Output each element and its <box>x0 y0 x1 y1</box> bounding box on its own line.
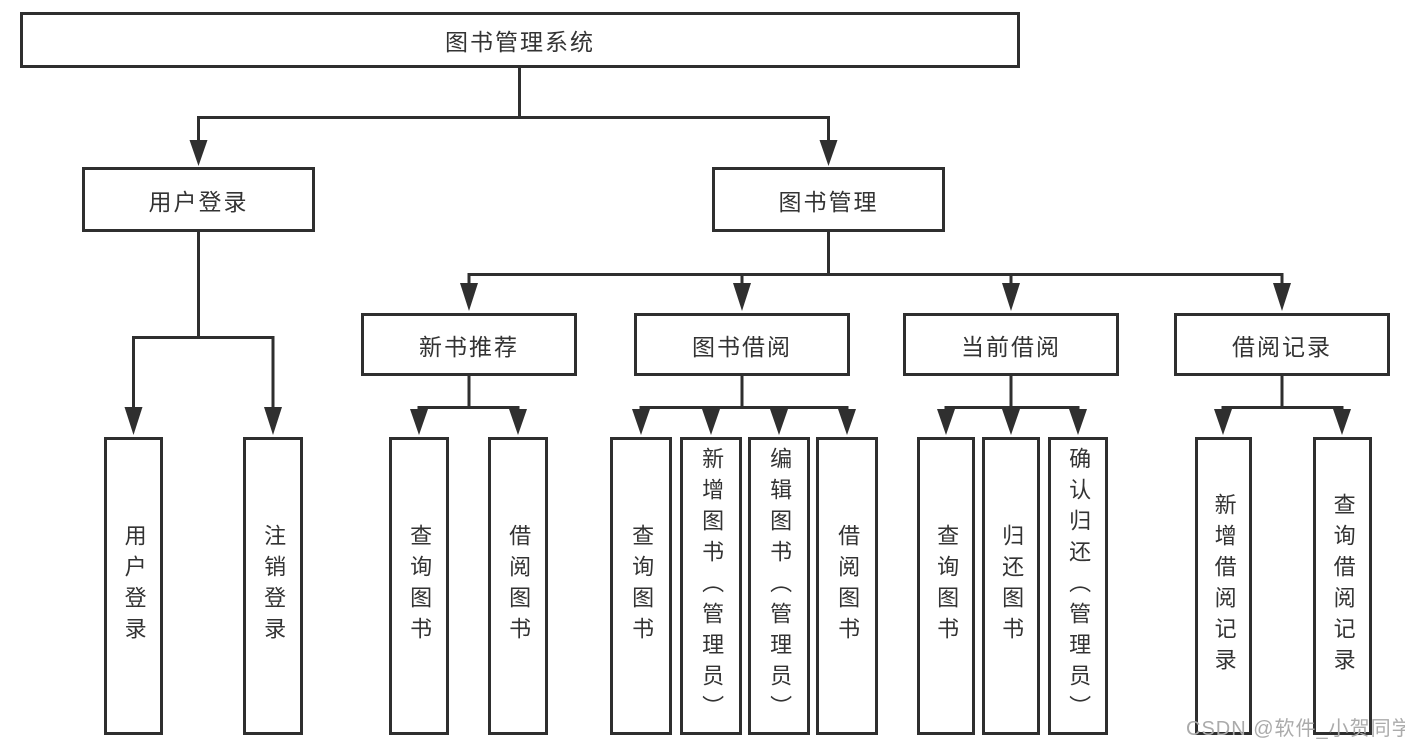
node-label: 用户登录 <box>148 188 249 215</box>
edge-current-borrow-branch <box>944 376 1080 411</box>
leaf-label: 查询借阅记录 <box>1330 493 1356 679</box>
node-label: 图书借阅 <box>692 333 792 360</box>
node-root: 图书管理系统 <box>20 12 1020 68</box>
arrowhead-to-borrow-borrow-book <box>838 409 856 435</box>
node-book-management: 图书管理 <box>712 167 945 232</box>
leaf-current-query-book: 查询图书 <box>917 437 975 735</box>
leaf-label: 查询图书 <box>629 524 655 648</box>
node-new-book-recommend: 新书推荐 <box>361 313 577 376</box>
watermark: CSDN @软件_小贺同学 <box>1186 718 1405 740</box>
leaf-current-return-book: 归还图书 <box>982 437 1040 735</box>
node-label: 新书推荐 <box>419 333 519 360</box>
arrowhead-to-records-add-record <box>1214 409 1232 435</box>
edge-new-book-recommend-branch <box>417 376 520 411</box>
node-label: 当前借阅 <box>961 333 1061 360</box>
leaf-recommend-borrow-book: 借阅图书 <box>488 437 548 735</box>
edge-user-login-branch <box>132 232 275 409</box>
arrowhead-to-records-query-record <box>1333 409 1351 435</box>
arrowhead-to-borrow-edit-book <box>770 409 788 435</box>
arrowhead-to-user-login <box>189 140 208 166</box>
leaf-borrow-add-book: 新增图书（管理员） <box>680 437 742 735</box>
node-book-borrow: 图书借阅 <box>634 313 850 376</box>
arrowhead-to-book-management <box>819 140 838 166</box>
leaf-current-confirm-return: 确认归还（管理员） <box>1048 437 1108 735</box>
leaf-records-query-record: 查询借阅记录 <box>1313 437 1372 735</box>
arrowhead-to-new-book-recommend <box>460 283 478 311</box>
edge-borrow-records-branch <box>1221 376 1344 411</box>
leaf-records-add-record: 新增借阅记录 <box>1195 437 1252 735</box>
leaf-label: 新增借阅记录 <box>1211 493 1237 679</box>
node-current-borrow: 当前借阅 <box>903 313 1119 376</box>
leaf-borrow-borrow-book: 借阅图书 <box>816 437 878 735</box>
leaf-label: 确认归还（管理员） <box>1066 446 1092 726</box>
leaf-recommend-query-book: 查询图书 <box>389 437 449 735</box>
edge-book-borrow-branch <box>639 376 849 411</box>
arrowhead-to-leaf-logout <box>264 407 282 435</box>
arrowhead-to-borrow-query-book <box>632 409 650 435</box>
leaf-label: 借阅图书 <box>506 524 532 648</box>
arrowhead-to-recommend-query-book <box>410 409 428 435</box>
leaf-borrow-edit-book: 编辑图书（管理员） <box>748 437 810 735</box>
arrowhead-to-leaf-user-login <box>124 407 143 435</box>
leaf-label: 注销登录 <box>261 524 287 648</box>
edge-book-management-branch <box>467 232 1284 285</box>
node-user-login: 用户登录 <box>82 167 315 232</box>
leaf-label: 查询图书 <box>407 524 433 648</box>
node-label: 借阅记录 <box>1232 333 1332 360</box>
arrowhead-to-current-query-book <box>937 409 955 435</box>
leaf-label: 新增图书（管理员） <box>699 446 725 726</box>
arrowhead-to-current-return-book <box>1002 409 1020 435</box>
arrowhead-to-borrow-add-book <box>702 409 720 435</box>
arrowhead-to-current-borrow <box>1002 283 1020 311</box>
leaf-label: 归还图书 <box>999 524 1025 648</box>
leaf-label: 查询图书 <box>934 524 960 648</box>
node-label: 图书管理 <box>778 188 879 215</box>
node-borrow-records: 借阅记录 <box>1174 313 1390 376</box>
leaf-borrow-query-book: 查询图书 <box>610 437 672 735</box>
leaf-label: 用户登录 <box>121 524 147 648</box>
arrowhead-to-borrow-records <box>1273 283 1291 311</box>
arrowhead-to-book-borrow <box>733 283 751 311</box>
leaf-user-login: 用户登录 <box>104 437 163 735</box>
leaf-label: 借阅图书 <box>835 524 861 648</box>
leaf-logout: 注销登录 <box>243 437 303 735</box>
leaf-label: 编辑图书（管理员） <box>767 446 793 726</box>
arrowhead-to-recommend-borrow-book <box>509 409 527 435</box>
node-label: 图书管理系统 <box>445 29 595 55</box>
edge-root-branch <box>197 67 830 142</box>
arrowhead-to-current-confirm-return <box>1069 409 1087 435</box>
